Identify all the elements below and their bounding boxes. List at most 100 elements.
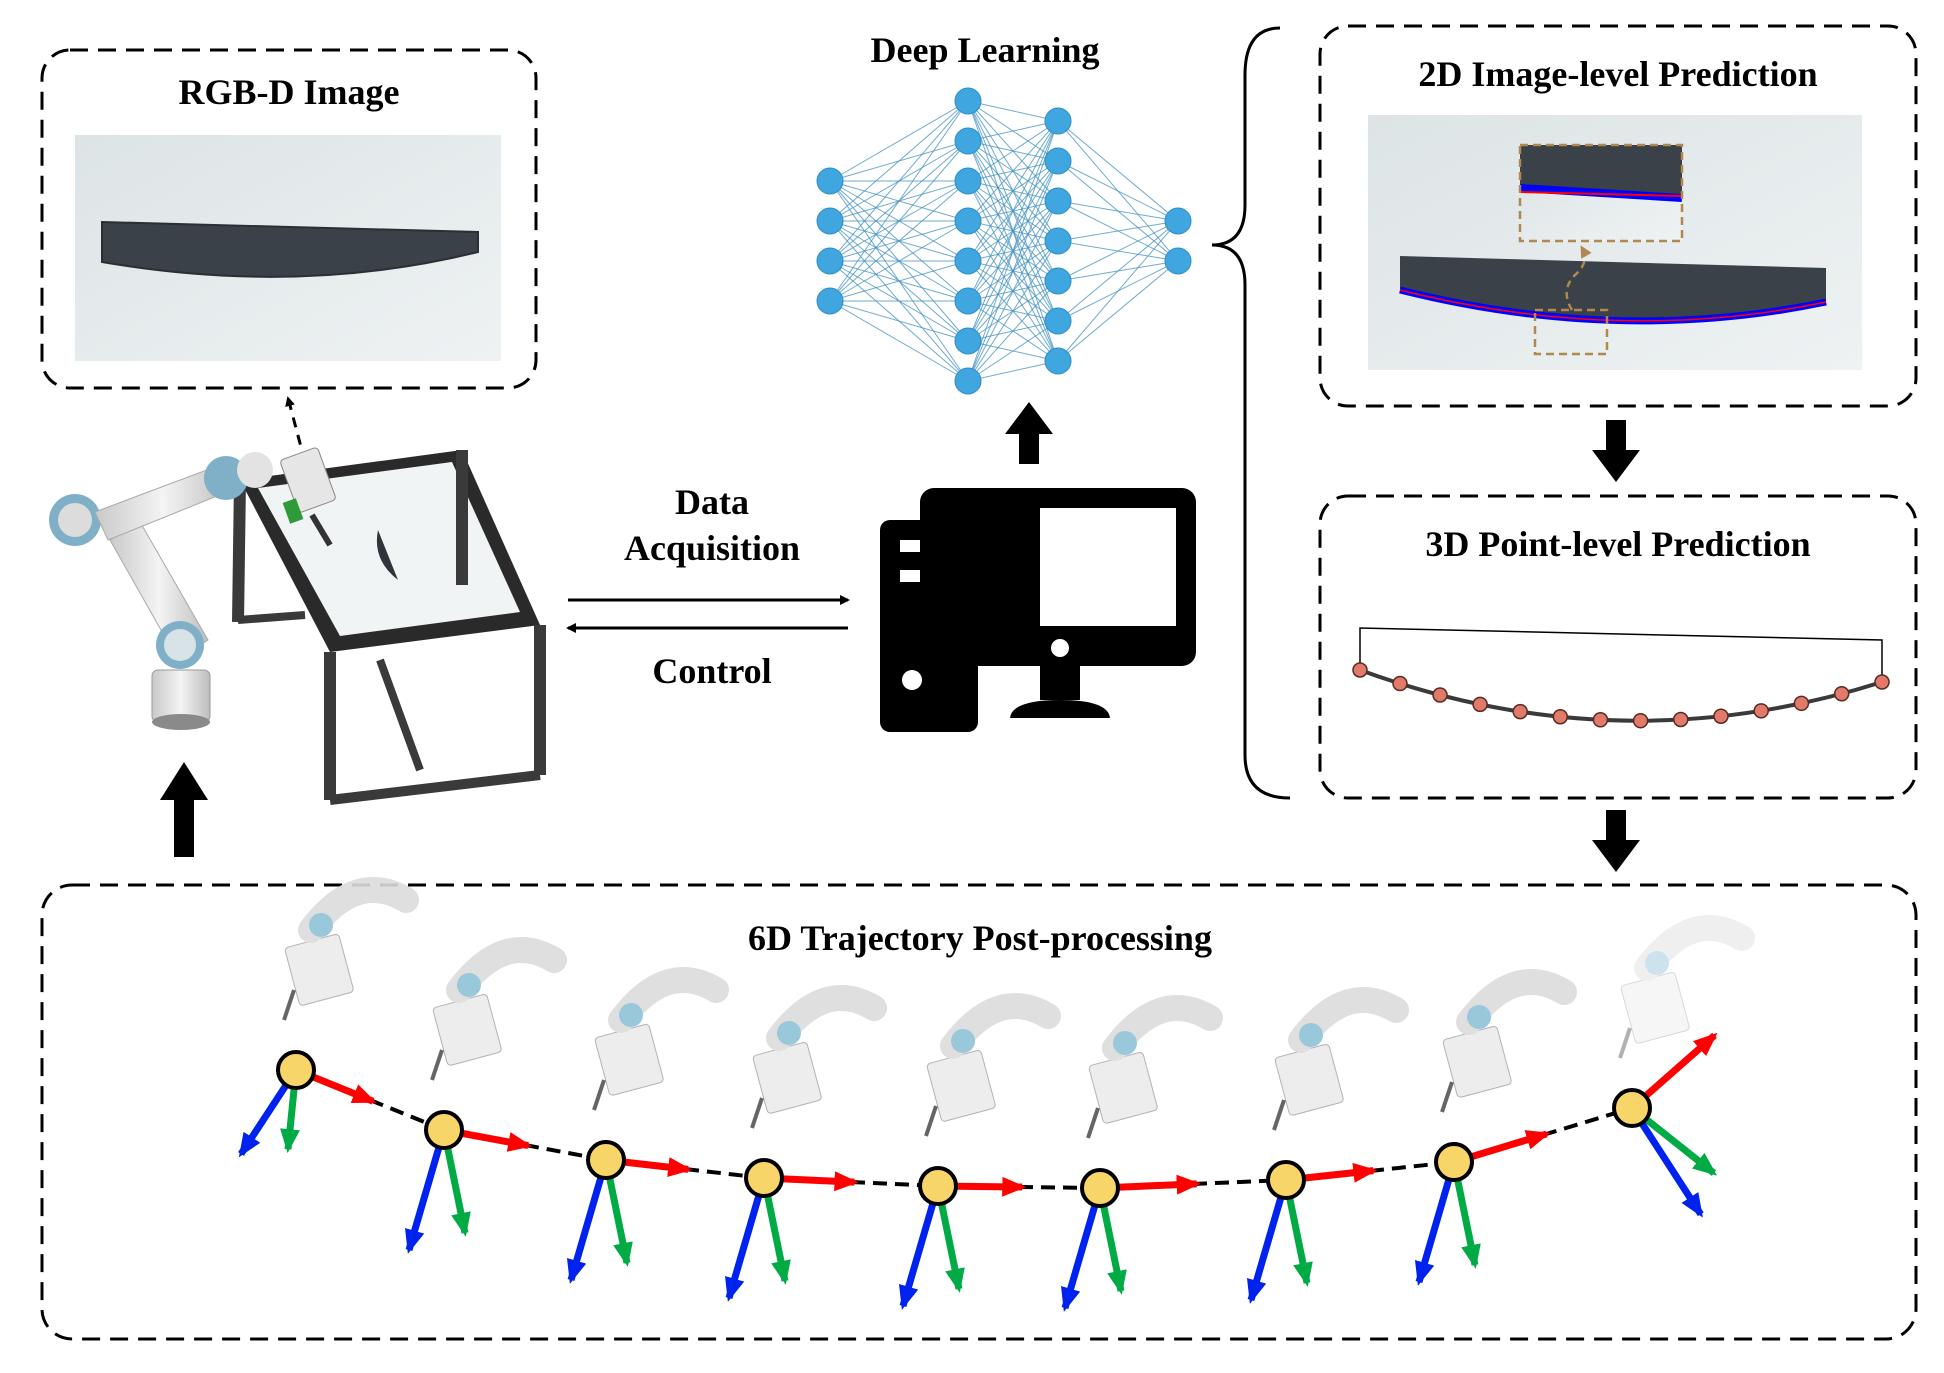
workpiece-shape [101,220,479,278]
network-edge [829,100,969,182]
network-node [1164,207,1192,235]
predicted-point [1432,687,1448,703]
ghost-nozzle [1086,1107,1100,1139]
network-edge [967,280,1059,382]
network-edge [967,120,1059,342]
robot-workcell [49,447,546,805]
network-edge [967,320,1059,382]
network-edge [829,100,969,302]
network-node [1044,107,1072,135]
trajectory-waypoint [586,1140,626,1180]
network-edge [967,100,1059,122]
robot-arm [49,447,336,730]
frame-z-axis [405,1129,448,1254]
ghost-joint [1645,951,1669,975]
network-edge [829,100,969,262]
image-prediction-panel: 2D Image-level Prediction [1318,24,1918,408]
predicted-point [1793,695,1810,712]
trajectory-waypoint [744,1158,784,1198]
predicted-point [1833,685,1850,702]
network-node [1164,247,1192,275]
trajectory-panel: 6D Trajectory Post-processing [40,877,1918,1341]
data-acquisition-label-line2: Acquisition [624,528,800,568]
camera-to-image-arrow [285,396,307,463]
predicted-point [1632,712,1649,729]
network-edge [967,120,1059,142]
network-node [1044,307,1072,335]
network-node [954,167,982,195]
frame-z-axis [899,1185,942,1310]
network-edge [829,180,969,302]
predicted-point [1874,674,1890,690]
ghost-joint [1299,1023,1323,1047]
ghost-tool-body [926,1050,996,1122]
network-edge [1057,160,1179,222]
network-node [1044,147,1072,175]
robot-pose-ghost [282,877,419,1021]
network-node [954,287,982,315]
network-edge [967,360,1059,382]
prediction-group-brace [1211,26,1291,800]
trajectory-panel-border [40,883,1918,1341]
crop-box-small [1533,308,1609,356]
network-node [1044,267,1072,295]
rgbd-panel-border [40,48,538,390]
rgbd-panel-title: RGB-D Image [179,72,400,112]
network-node [954,87,982,115]
network-node [816,287,844,315]
robot-pose-ghost [924,993,1061,1137]
ghost-arm-link [1634,915,1755,981]
trajectory-waypoint [424,1110,464,1150]
ghost-nozzle [282,989,296,1021]
network-node [954,367,982,395]
robot-pose-ghost [1272,987,1409,1131]
ghost-tool-body [1088,1052,1158,1124]
network-node [1044,187,1072,215]
network-edge [967,120,1059,262]
predicted-point [1552,708,1569,725]
ghost-joint [619,1003,643,1027]
trajectory-waypoint [1612,1088,1652,1128]
frame-z-axis [1061,1187,1104,1312]
ghost-nozzle [592,1079,606,1111]
ground-truth-edge-line [1399,289,1827,322]
zoom-link-arrow [1565,245,1592,311]
robot-pose-ghost [430,937,567,1081]
predicted-point [1352,662,1368,678]
predicted-points [1352,662,1890,729]
predicted-curve [1359,668,1883,723]
network-edge [1057,220,1179,322]
network-edge [829,260,969,302]
point-prediction-panel: 3D Point-level Prediction [1318,494,1918,800]
zoom-inset-border [1518,143,1684,243]
network-edge [1057,200,1179,222]
network-node [816,167,844,195]
work-table [232,450,546,805]
ghost-nozzle [1272,1099,1286,1131]
trajectory-waypoint [1080,1168,1120,1208]
ghost-tool-body [594,1024,664,1096]
network-edge [967,120,1059,222]
network-edge [1057,260,1179,362]
ghost-joint [1113,1031,1137,1055]
workpiece-prediction [1400,256,1826,321]
network-edge [967,200,1059,382]
ghost-joint [951,1029,975,1053]
trajectory-to-robot-arrow [160,762,208,857]
network-node [1044,347,1072,375]
network-edge [967,160,1059,382]
trajectory-waypoint [276,1050,316,1090]
ghost-nozzle [924,1105,938,1137]
computer-to-network-arrow [1005,402,1053,464]
computer-icon [880,488,1196,732]
robot-pose-ghosts [282,877,1755,1139]
network-node [1044,227,1072,255]
point-prediction-panel-border [1318,494,1918,800]
ghost-nozzle [1618,1027,1632,1059]
predicted-point [1392,675,1408,692]
data-control-link: Data Acquisition Control [566,482,850,691]
deep-learning-title: Deep Learning [871,30,1100,70]
network-edge [829,300,969,382]
ghost-tool-body [1442,1026,1512,1098]
robot-pose-ghost [750,985,887,1129]
